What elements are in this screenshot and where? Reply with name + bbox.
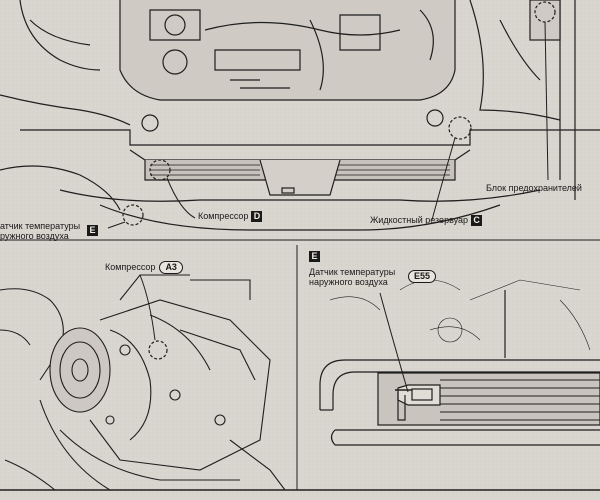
leader-lines-top (107, 21, 549, 229)
compressor-detail-badge: A3 (159, 261, 183, 274)
engine-bay-overview (0, 0, 600, 231)
sensor-left-line1: атчик температуры (0, 221, 81, 231)
sensor-detail-drawing (319, 279, 600, 446)
sensor-detail-badge-wrap: E55 (404, 270, 437, 283)
sensor-detail-label: Датчик температуры наружного воздуха (309, 267, 395, 287)
reservoir-text: Жидкостный резервуар (370, 215, 469, 225)
reservoir-badge: C (471, 215, 483, 227)
sensor-detail-marker: E (309, 251, 320, 263)
compressor-top-text: Компрессор (198, 211, 249, 221)
compressor-detail-drawing (0, 274, 286, 491)
sensor-detail-marker-wrap: E (309, 251, 320, 263)
sensor-detail-line1: Датчик температуры (309, 267, 396, 277)
compressor-marker (149, 159, 171, 181)
sensor-detail-badge: E55 (408, 270, 437, 283)
reservoir-marker (448, 116, 472, 140)
sensor-detail-line2: наружного воздуха (309, 277, 388, 287)
sensor-detail-leader (379, 292, 409, 393)
compressor-detail-leader (139, 274, 156, 341)
sensor-left-label: атчик температуры ружного воздуха (0, 221, 80, 241)
sensor-left-badge: E (87, 225, 98, 237)
sensor-left-line2: ружного воздуха (0, 231, 69, 241)
sensor-left-badge-wrap: E (84, 225, 98, 237)
sensor-marker (122, 204, 144, 226)
fuse-block-label: Блок предохранителей (486, 183, 582, 193)
fuse-block-text: Блок предохранителей (486, 183, 582, 193)
compressor-detail-marker (148, 340, 168, 360)
compressor-top-badge: D (251, 211, 263, 223)
compressor-detail-text: Компрессор (105, 261, 156, 272)
callout-markers-top (122, 1, 556, 226)
